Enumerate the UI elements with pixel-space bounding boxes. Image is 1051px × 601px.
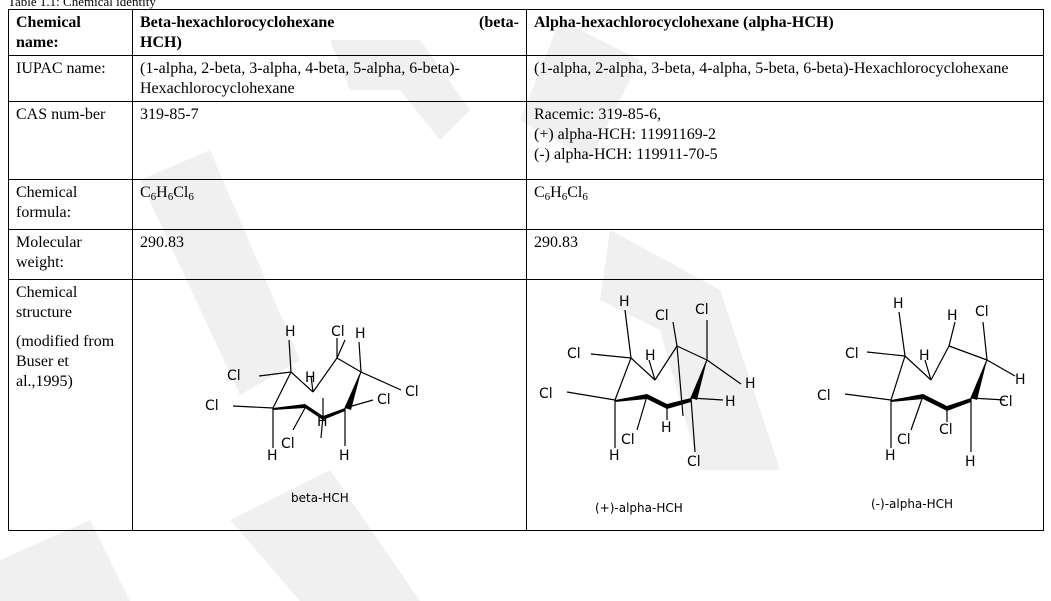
atom-label: Cl bbox=[695, 302, 709, 318]
atom-label: H bbox=[1015, 372, 1026, 388]
weight-label: Molecular weight: bbox=[8, 229, 133, 280]
table-caption: Table 1.1: Chemical identity bbox=[8, 0, 156, 9]
chemical-identity-table: Chemical name: Beta-hexachlorocyclohexan… bbox=[8, 9, 1044, 531]
atom-label: Cl bbox=[817, 388, 831, 404]
header-beta-line2: HCH) bbox=[140, 34, 182, 51]
weight-beta: 290.83 bbox=[132, 229, 527, 280]
table-header-row: Chemical name: Beta-hexachlorocyclohexan… bbox=[8, 9, 1044, 56]
atom-label: Cl bbox=[897, 432, 911, 448]
atom-label: Cl bbox=[999, 394, 1013, 410]
atom-label: H bbox=[317, 414, 328, 430]
header-alpha: Alpha-hexachlorocyclohexane (alpha-HCH) bbox=[526, 9, 1044, 56]
atom-label: H bbox=[885, 448, 896, 464]
structure-label: Chemical structure (modified from Buser … bbox=[8, 279, 133, 531]
header-label: Chemical name: bbox=[8, 9, 133, 56]
atom-label: H bbox=[947, 308, 958, 324]
cas-alpha: Racemic: 319-85-6, (+) alpha-HCH: 119911… bbox=[526, 101, 1044, 180]
atom-label: H bbox=[965, 454, 976, 470]
structure-label-line2: (modified from Buser et al.,1995) bbox=[16, 333, 115, 390]
cas-alpha-line: (-) alpha-HCH: 119911-70-5 bbox=[534, 146, 718, 163]
table-row-structure: Chemical structure (modified from Buser … bbox=[8, 279, 1044, 531]
header-beta-line1: Beta-hexachlorocyclohexane bbox=[140, 14, 335, 31]
formula-label: Chemical formula: bbox=[8, 179, 133, 230]
cas-beta: 319-85-7 bbox=[132, 101, 527, 180]
formula-beta: C6H6Cl6 bbox=[132, 179, 527, 230]
header-beta-line1b: (beta- bbox=[479, 14, 519, 31]
atom-label: H bbox=[919, 348, 930, 364]
atom-label: Cl bbox=[331, 324, 345, 340]
atom-label: H bbox=[725, 394, 736, 410]
atom-label: Cl bbox=[205, 398, 219, 414]
atom-label: Cl bbox=[281, 436, 295, 452]
alpha-plus-hch-caption: (+)-alpha-HCH bbox=[595, 501, 683, 515]
cas-alpha-line: Racemic: 319-85-6, bbox=[534, 106, 662, 123]
atom-label: H bbox=[355, 326, 366, 342]
atom-label: Cl bbox=[227, 368, 241, 384]
atom-label: Cl bbox=[939, 422, 953, 438]
atom-label: H bbox=[609, 448, 620, 464]
structure-alpha: H Cl Cl Cl H Cl H H H H Cl Cl (+)-alpha-… bbox=[526, 279, 1044, 531]
table-row-iupac: IUPAC name: (1-alpha, 2-beta, 3-alpha, 4… bbox=[8, 55, 1044, 102]
beta-hch-caption: beta-HCH bbox=[291, 491, 349, 505]
atom-label: Cl bbox=[655, 308, 669, 324]
alpha-minus-hch-caption: (-)-alpha-HCH bbox=[871, 497, 953, 511]
weight-alpha: 290.83 bbox=[526, 229, 1044, 280]
atom-label: H bbox=[619, 294, 630, 310]
iupac-alpha: (1-alpha, 2-alpha, 3-beta, 4-alpha, 5-be… bbox=[526, 55, 1044, 102]
atom-label: H bbox=[745, 376, 756, 392]
atom-label: Cl bbox=[687, 454, 701, 470]
atom-label: H bbox=[267, 448, 278, 464]
atom-label: H bbox=[305, 370, 316, 386]
atom-label: H bbox=[285, 324, 296, 340]
atom-label: Cl bbox=[405, 384, 419, 400]
beta-hch-structure-diagram: H Cl H Cl H Cl Cl Cl H H Cl H beta-HCH bbox=[205, 324, 419, 505]
table-row-cas: CAS num-ber 319-85-7 Racemic: 319-85-6, … bbox=[8, 101, 1044, 180]
header-beta: Beta-hexachlorocyclohexane (beta- HCH) bbox=[132, 9, 527, 56]
cas-label: CAS num-ber bbox=[8, 101, 133, 180]
structure-beta: H Cl H Cl H Cl Cl Cl H H Cl H beta-HCH bbox=[132, 279, 527, 531]
atom-label: H bbox=[339, 448, 350, 464]
atom-label: Cl bbox=[621, 432, 635, 448]
structure-label-line1: Chemical structure bbox=[16, 284, 78, 321]
atom-label: Cl bbox=[567, 346, 581, 362]
atom-label: H bbox=[661, 420, 672, 436]
atom-label: Cl bbox=[975, 304, 989, 320]
atom-label: Cl bbox=[377, 392, 391, 408]
table-row-weight: Molecular weight: 290.83 290.83 bbox=[8, 229, 1044, 280]
iupac-label: IUPAC name: bbox=[8, 55, 133, 102]
atom-label: Cl bbox=[845, 346, 859, 362]
formula-alpha: C6H6Cl6 bbox=[526, 179, 1044, 230]
atom-label: H bbox=[893, 296, 904, 312]
iupac-beta: (1-alpha, 2-beta, 3-alpha, 4-beta, 5-alp… bbox=[132, 55, 527, 102]
alpha-hch-structure-diagram: H Cl Cl Cl H Cl H H H H Cl Cl (+)-alpha-… bbox=[539, 294, 1026, 515]
atom-label: Cl bbox=[539, 386, 553, 402]
table-row-formula: Chemical formula: C6H6Cl6 C6H6Cl6 bbox=[8, 179, 1044, 230]
atom-label: H bbox=[645, 348, 656, 364]
cas-alpha-line: (+) alpha-HCH: 11991169-2 bbox=[534, 126, 717, 143]
